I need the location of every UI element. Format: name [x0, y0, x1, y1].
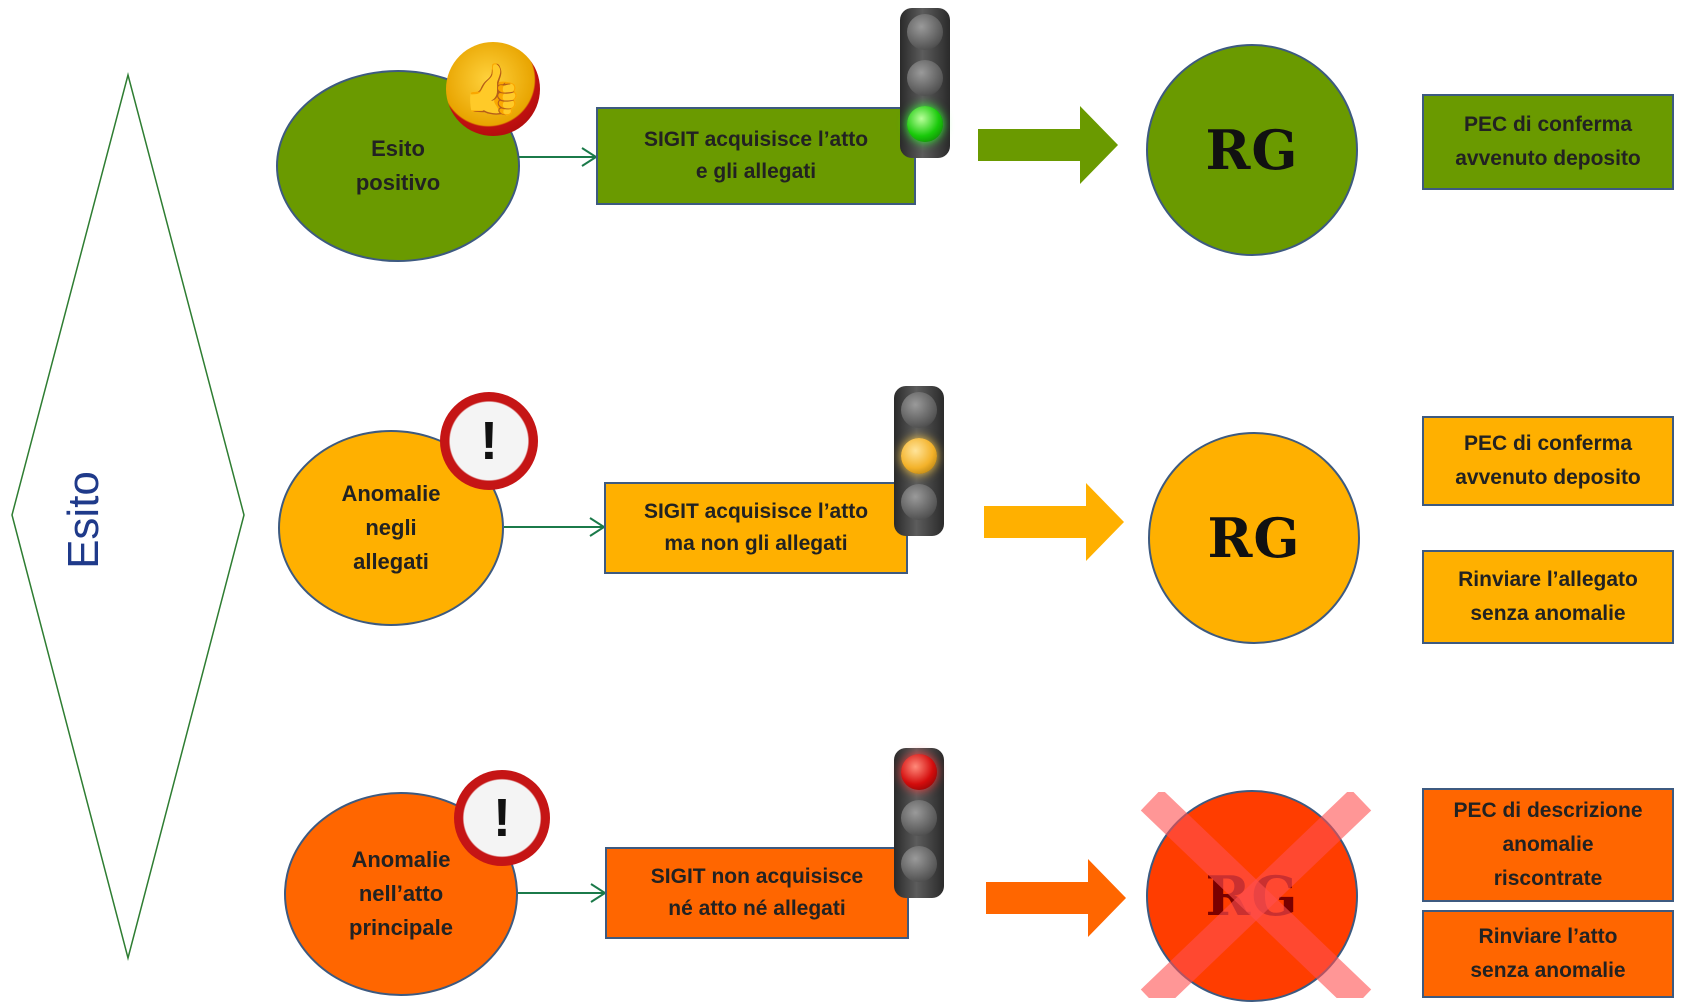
block-arrow-row-2: [984, 483, 1124, 561]
outcome-label: Esito positivo: [355, 136, 441, 195]
rg-circle-row-1: RG: [1146, 44, 1358, 256]
thumbs-up-icon: 👍: [446, 42, 540, 136]
notice-pec-descrizione-anomalie: PEC di descrizione anomalie riscontrate: [1422, 788, 1674, 902]
outcome-circle-anomalie-atto: Anomalie nell’atto principale: [284, 792, 518, 996]
action-box-row-2: SIGIT acquisisce l’atto ma non gli alleg…: [604, 482, 908, 574]
notice-pec-conferma-row-2: PEC di conferma avvenuto deposito: [1422, 416, 1674, 506]
exclamation-icon: !: [493, 788, 511, 848]
action-label: SIGIT acquisisce l’atto e gli allegati: [643, 128, 869, 183]
action-box-row-1: SIGIT acquisisce l’atto e gli allegati: [596, 107, 916, 205]
rg-label: RG: [1205, 118, 1299, 182]
outcome-label: Anomalie nell’atto principale: [349, 847, 453, 940]
notice-pec-conferma-row-1: PEC di conferma avvenuto deposito: [1422, 94, 1674, 190]
traffic-light-red: [894, 748, 944, 898]
warning-icon: !: [440, 392, 538, 490]
exclamation-icon: !: [480, 411, 498, 471]
traffic-light-amber: [894, 386, 944, 536]
traffic-light-green: [900, 8, 950, 158]
esito-diamond: [11, 72, 245, 961]
warning-icon: !: [454, 770, 550, 866]
block-arrow-row-1: [978, 106, 1118, 184]
action-label: SIGIT non acquisisce né atto né allegati: [650, 865, 864, 920]
rg-circle-row-2: RG: [1148, 432, 1360, 644]
action-label: SIGIT acquisisce l’atto ma non gli alleg…: [643, 500, 869, 555]
connector-row-2: [504, 517, 606, 537]
notice-rinviare-atto: Rinviare l’atto senza anomalie: [1422, 910, 1674, 998]
rg-cancelled-cross: [1140, 792, 1372, 998]
esito-label: Esito: [59, 471, 108, 569]
outcome-label: Anomalie negli allegati: [341, 481, 441, 574]
connector-row-1: [516, 147, 598, 167]
action-box-row-3: SIGIT non acquisisce né atto né allegati: [605, 847, 909, 939]
block-arrow-row-3: [986, 859, 1126, 937]
outcome-circle-anomalie-allegati: Anomalie negli allegati: [278, 430, 504, 626]
rg-label: RG: [1207, 506, 1301, 570]
connector-row-3: [517, 883, 607, 903]
notice-rinviare-allegato: Rinviare l’allegato senza anomalie: [1422, 550, 1674, 644]
